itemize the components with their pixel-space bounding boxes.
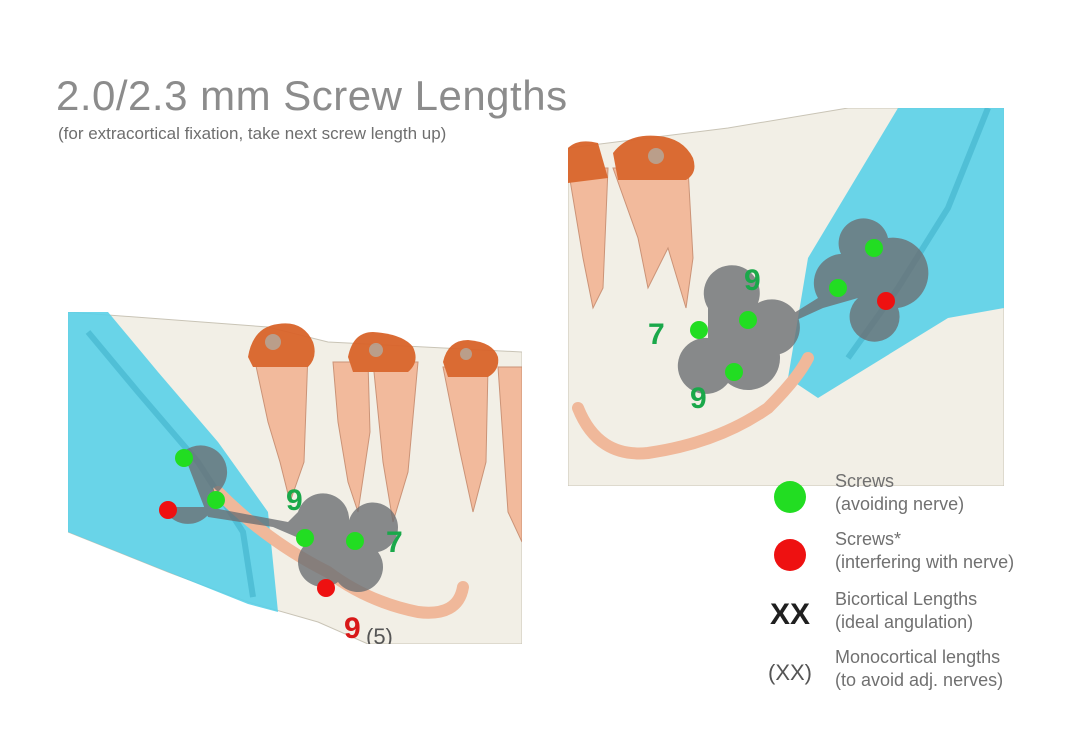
legend-item-screws-interfering: Screws* (interfering with nerve)	[760, 528, 1070, 582]
legend-label: Screws	[835, 471, 895, 491]
screw-green	[175, 449, 193, 467]
fixation-plate	[677, 218, 929, 394]
monocortical-marker: (XX)	[768, 660, 812, 685]
length-label: 9	[344, 612, 361, 644]
green-dot-icon	[774, 481, 806, 513]
left-mandible-image: 9 7 9 (5)	[68, 312, 522, 644]
screw-green	[296, 529, 314, 547]
page-title: 2.0/2.3 mm Screw Lengths	[56, 72, 568, 119]
teeth	[568, 135, 695, 310]
page-subtitle: (for extracortical fixation, take next s…	[58, 124, 447, 143]
fixation-plate	[163, 445, 398, 592]
legend-desc: (to avoid adj. nerves)	[835, 670, 1004, 690]
screw-green	[725, 363, 743, 381]
length-label: 7	[648, 318, 665, 351]
bicortical-marker: XX	[769, 598, 811, 631]
screw-green	[739, 311, 757, 329]
length-label: (5)	[366, 624, 393, 644]
teeth	[248, 323, 522, 543]
screw-green	[346, 532, 364, 550]
legend-label: Screws*	[835, 529, 902, 549]
right-mandible-image: 9 7 9	[568, 108, 1004, 486]
screw-red	[877, 292, 895, 310]
length-label: 9	[690, 382, 707, 415]
screw-green	[865, 239, 883, 257]
legend-desc: (ideal angulation)	[835, 612, 974, 632]
screw-red	[159, 501, 177, 519]
soft-tissue-left	[68, 312, 278, 612]
legend-item-screws: Screws (avoiding nerve)	[760, 470, 1070, 524]
nerve-canal	[572, 352, 814, 460]
length-label: 9	[286, 484, 303, 517]
legend-item-monocortical: (XX) Monocortical lengths (to avoid adj.…	[760, 646, 1070, 700]
legend-item-bicortical: XX Bicortical Lengths (ideal angulation)	[760, 588, 1070, 642]
screw-green	[207, 491, 225, 509]
length-label: 9	[744, 264, 761, 297]
legend-desc: (interfering with nerve)	[835, 552, 1015, 572]
length-label: 7	[386, 526, 403, 559]
screw-green	[829, 279, 847, 297]
screw-red	[317, 579, 335, 597]
screw-green	[690, 321, 708, 339]
legend-label: Bicortical Lengths	[835, 589, 978, 609]
red-dot-icon	[774, 539, 806, 571]
legend-desc: (avoiding nerve)	[835, 494, 965, 514]
legend-label: Monocortical lengths	[835, 647, 1001, 667]
